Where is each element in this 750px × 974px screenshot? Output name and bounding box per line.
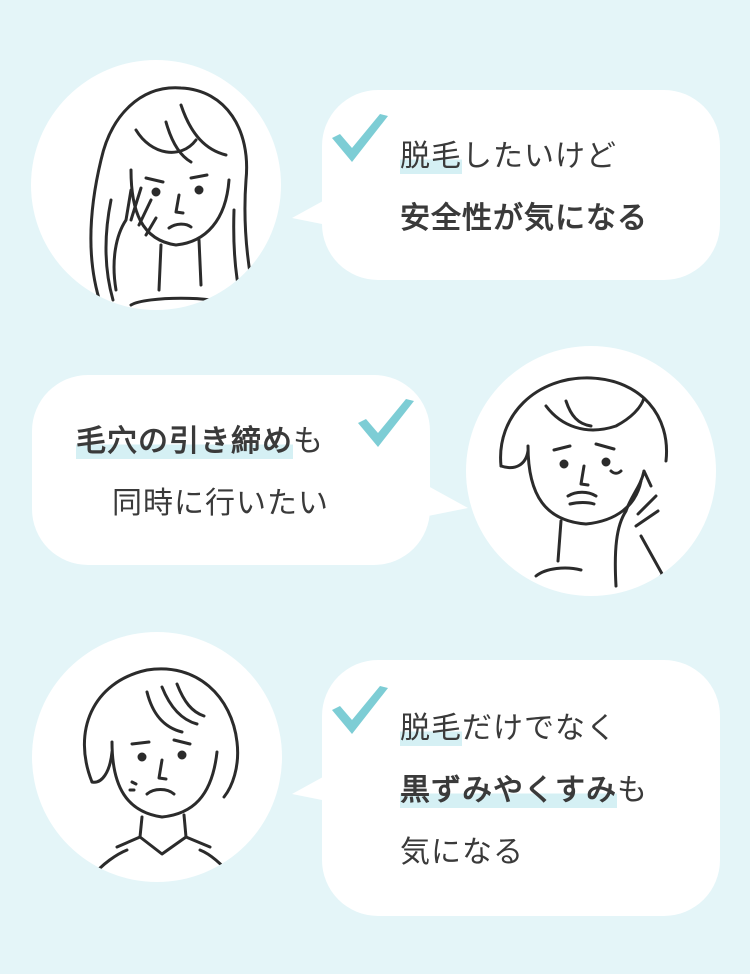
highlight-text: 黒ずみやくすみ xyxy=(400,773,617,808)
woman-long-hair-worried-icon xyxy=(31,60,281,310)
checkmark-icon xyxy=(328,684,392,740)
concern-line: 黒ずみやくすみも xyxy=(400,773,648,808)
checkmark-icon xyxy=(328,112,392,168)
highlight-text: 脱毛 xyxy=(400,139,462,174)
concern-line: 毛穴の引き締めも xyxy=(76,424,324,459)
highlight-text: 脱毛 xyxy=(400,711,462,746)
highlight-text: 毛穴の引き締め xyxy=(76,424,293,459)
concern-text: も xyxy=(293,424,324,459)
concern-line: 気になる xyxy=(400,835,524,870)
concern-text: だけでなく xyxy=(462,711,617,746)
speech-bubble: 脱毛したいけど 安全性が気になる xyxy=(322,90,720,280)
woman-bob-hand-on-cheek-icon xyxy=(466,346,716,596)
checkmark-icon xyxy=(354,397,418,453)
concern-line: 同時に行いたい xyxy=(112,486,329,521)
bubble-tail xyxy=(428,486,468,520)
woman-short-hair-frowning-icon xyxy=(32,632,282,882)
concern-line-bold: 安全性が気になる xyxy=(400,201,648,236)
concern-line: 脱毛だけでなく xyxy=(400,711,617,746)
concern-line: 脱毛したいけど xyxy=(400,139,617,174)
speech-bubble: 毛穴の引き締めも 同時に行いたい xyxy=(32,375,430,565)
concern-text: も xyxy=(617,773,648,808)
concern-text: したいけど xyxy=(462,139,617,174)
speech-bubble: 脱毛だけでなく 黒ずみやくすみも 気になる xyxy=(322,660,720,916)
